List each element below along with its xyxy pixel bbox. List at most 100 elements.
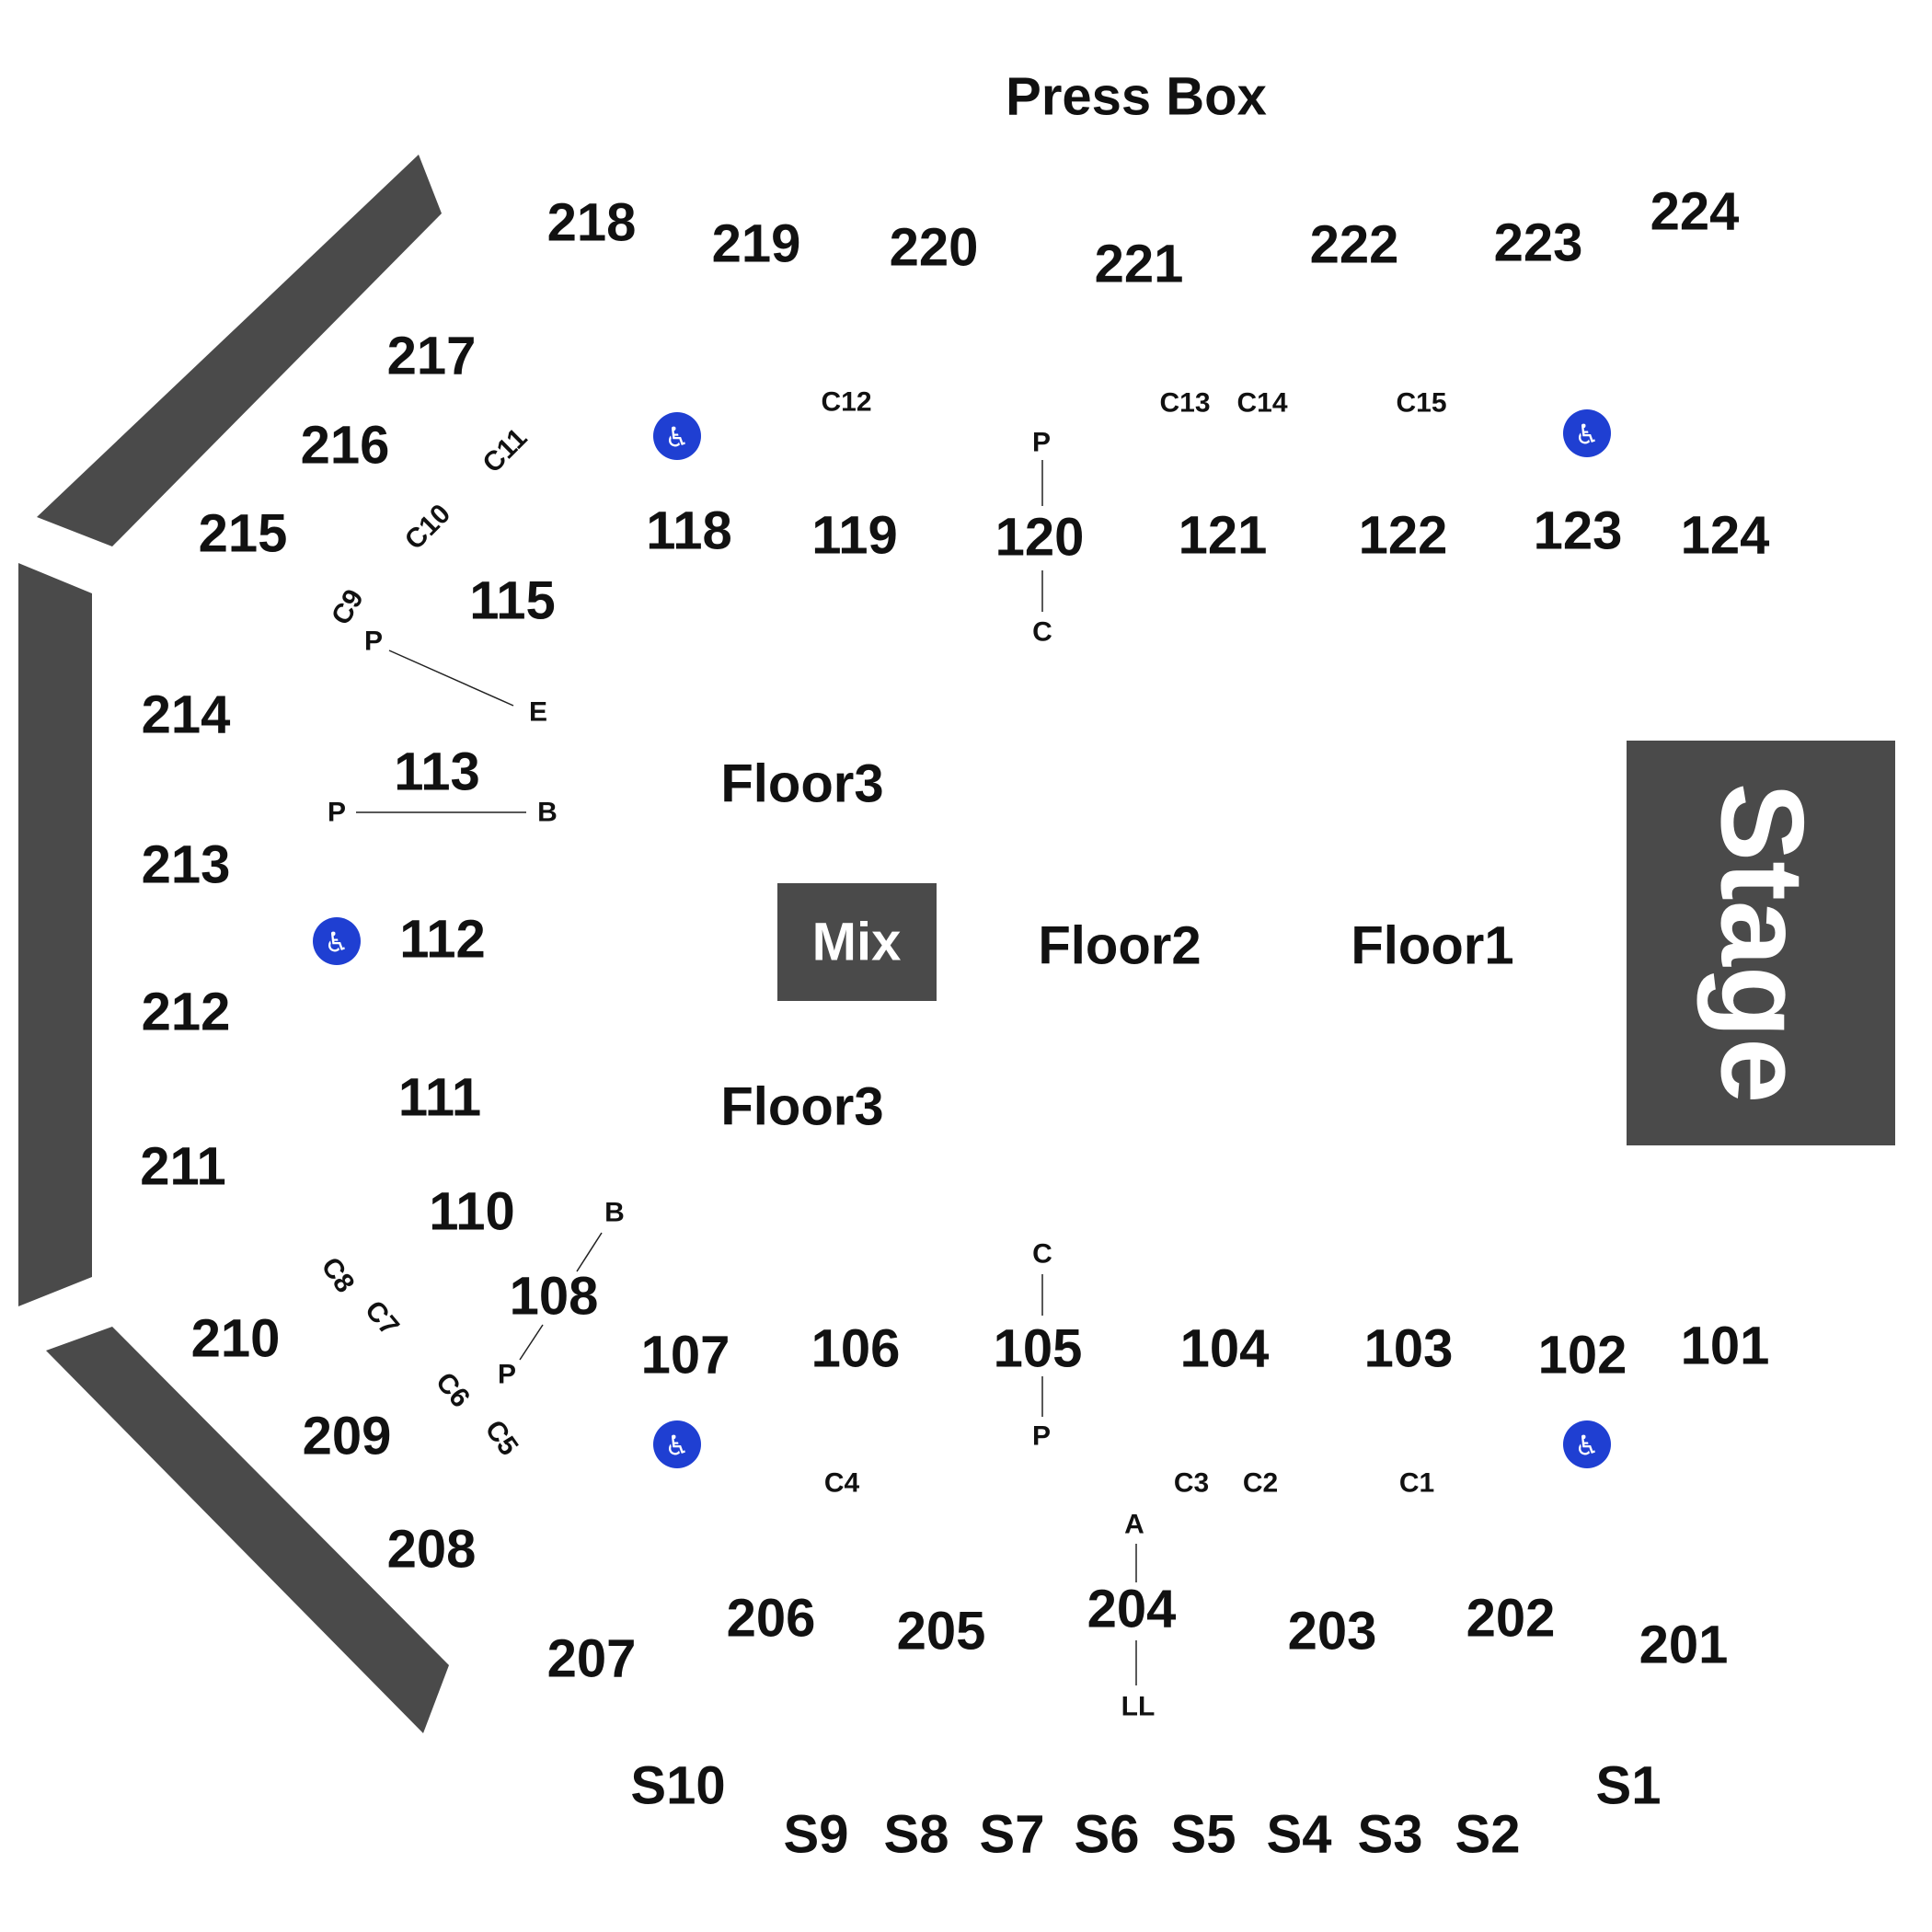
label-c15: C15 xyxy=(1396,388,1446,419)
section-122[interactable]: 122 xyxy=(1359,506,1448,566)
section-217[interactable]: 217 xyxy=(387,327,477,386)
section-221[interactable]: 221 xyxy=(1095,235,1184,294)
section-214[interactable]: 214 xyxy=(142,685,231,745)
wall-left xyxy=(18,563,92,1306)
section-220[interactable]: 220 xyxy=(890,218,979,278)
row-label-120-p: P xyxy=(1032,428,1051,458)
svg-text:♿: ♿ xyxy=(665,422,690,454)
section-111[interactable]: 111 xyxy=(398,1068,481,1128)
wall-lower-left xyxy=(46,1327,449,1733)
section-101[interactable]: 101 xyxy=(1681,1317,1770,1376)
row-label-105-p: P xyxy=(1032,1421,1051,1452)
section-119[interactable]: 119 xyxy=(811,506,898,566)
label-c9: C9 xyxy=(326,584,370,630)
row-label-204-ll: LL xyxy=(1121,1692,1156,1722)
section-208[interactable]: 208 xyxy=(387,1520,477,1580)
accessible-seating-icon[interactable]: ♿ xyxy=(313,917,361,965)
floor1-label[interactable]: Floor1 xyxy=(1351,916,1513,976)
section-113[interactable]: 113 xyxy=(394,742,480,802)
section-206[interactable]: 206 xyxy=(727,1589,816,1649)
accessible-seating-icon[interactable]: ♿ xyxy=(653,412,701,460)
section-106[interactable]: 106 xyxy=(811,1319,901,1379)
mix-label: Mix xyxy=(812,913,902,972)
section-201[interactable]: 201 xyxy=(1639,1616,1729,1675)
label-c12: C12 xyxy=(821,387,871,418)
section-120[interactable]: 120 xyxy=(995,508,1085,568)
floor3-lower-label[interactable]: Floor3 xyxy=(720,1077,883,1137)
suite-S9[interactable]: S9 xyxy=(784,1805,849,1865)
suite-S8[interactable]: S8 xyxy=(884,1805,949,1865)
stage-block xyxy=(1627,741,1895,1145)
section-223[interactable]: 223 xyxy=(1494,213,1583,273)
label-c4: C4 xyxy=(824,1468,860,1499)
svg-text:♿: ♿ xyxy=(1575,420,1600,452)
row-label-108-b: B xyxy=(604,1198,625,1228)
section-121[interactable]: 121 xyxy=(1179,506,1268,566)
suite-S5[interactable]: S5 xyxy=(1171,1805,1236,1865)
section-222[interactable]: 222 xyxy=(1310,215,1399,275)
section-102[interactable]: 102 xyxy=(1538,1326,1627,1386)
label-c3: C3 xyxy=(1174,1468,1209,1499)
label-c13: C13 xyxy=(1159,388,1210,419)
section-110[interactable]: 110 xyxy=(429,1182,515,1242)
row-line-108-upper xyxy=(576,1232,603,1272)
section-219[interactable]: 219 xyxy=(712,214,801,274)
section-202[interactable]: 202 xyxy=(1466,1589,1556,1649)
section-210[interactable]: 210 xyxy=(191,1309,281,1369)
section-204[interactable]: 204 xyxy=(1087,1580,1177,1639)
section-224[interactable]: 224 xyxy=(1650,182,1740,242)
section-203[interactable]: 203 xyxy=(1288,1602,1377,1662)
section-215[interactable]: 215 xyxy=(199,504,288,564)
suite-S6[interactable]: S6 xyxy=(1075,1805,1140,1865)
accessible-seating-icon[interactable]: ♿ xyxy=(653,1420,701,1468)
suite-S1[interactable]: S1 xyxy=(1596,1756,1662,1816)
section-105[interactable]: 105 xyxy=(994,1319,1083,1379)
row-label-115-p: P xyxy=(364,627,383,657)
suite-S10[interactable]: S10 xyxy=(630,1756,725,1816)
section-211[interactable]: 211 xyxy=(140,1137,226,1197)
section-216[interactable]: 216 xyxy=(301,416,390,476)
stage[interactable]: Stage xyxy=(1627,741,1895,1145)
suite-S7[interactable]: S7 xyxy=(980,1805,1045,1865)
suite-S3[interactable]: S3 xyxy=(1358,1805,1423,1865)
section-115[interactable]: 115 xyxy=(469,571,556,631)
floor2-label[interactable]: Floor2 xyxy=(1038,916,1201,976)
row-line-108-lower xyxy=(519,1324,544,1361)
section-124[interactable]: 124 xyxy=(1681,506,1770,566)
row-label-120-c: C xyxy=(1032,617,1052,648)
label-c7: C7 xyxy=(359,1295,405,1342)
section-123[interactable]: 123 xyxy=(1534,501,1623,561)
label-c2: C2 xyxy=(1243,1468,1278,1499)
row-label-108-p: P xyxy=(498,1360,516,1390)
label-c14: C14 xyxy=(1236,388,1287,419)
mix-booth[interactable]: Mix xyxy=(777,883,937,1001)
section-205[interactable]: 205 xyxy=(897,1602,986,1662)
row-label-204-a: A xyxy=(1124,1510,1144,1540)
suite-S2[interactable]: S2 xyxy=(1455,1805,1521,1865)
row-label-113-b: B xyxy=(537,798,558,828)
section-107[interactable]: 107 xyxy=(641,1326,730,1386)
floor3-upper-label[interactable]: Floor3 xyxy=(720,754,883,814)
row-label-105-c: C xyxy=(1032,1239,1052,1270)
section-108[interactable]: 108 xyxy=(510,1267,599,1327)
svg-text:♿: ♿ xyxy=(325,927,350,960)
section-207[interactable]: 207 xyxy=(547,1629,637,1689)
label-c1: C1 xyxy=(1399,1468,1434,1499)
accessible-seating-icon[interactable]: ♿ xyxy=(1563,1420,1611,1468)
section-212[interactable]: 212 xyxy=(142,983,231,1042)
section-103[interactable]: 103 xyxy=(1364,1319,1454,1379)
stage-label: Stage xyxy=(1696,783,1828,1104)
section-213[interactable]: 213 xyxy=(142,835,231,895)
section-104[interactable]: 104 xyxy=(1180,1319,1270,1379)
section-118[interactable]: 118 xyxy=(646,501,732,561)
section-218[interactable]: 218 xyxy=(547,193,637,253)
section-209[interactable]: 209 xyxy=(303,1407,392,1466)
svg-text:♿: ♿ xyxy=(665,1431,690,1463)
label-c8: C8 xyxy=(315,1252,360,1298)
section-112[interactable]: 112 xyxy=(399,910,486,970)
suite-S4[interactable]: S4 xyxy=(1267,1805,1332,1865)
row-line-115 xyxy=(388,650,514,707)
accessible-seating-icon[interactable]: ♿ xyxy=(1563,409,1611,457)
press-box-label: Press Box xyxy=(1006,67,1267,127)
